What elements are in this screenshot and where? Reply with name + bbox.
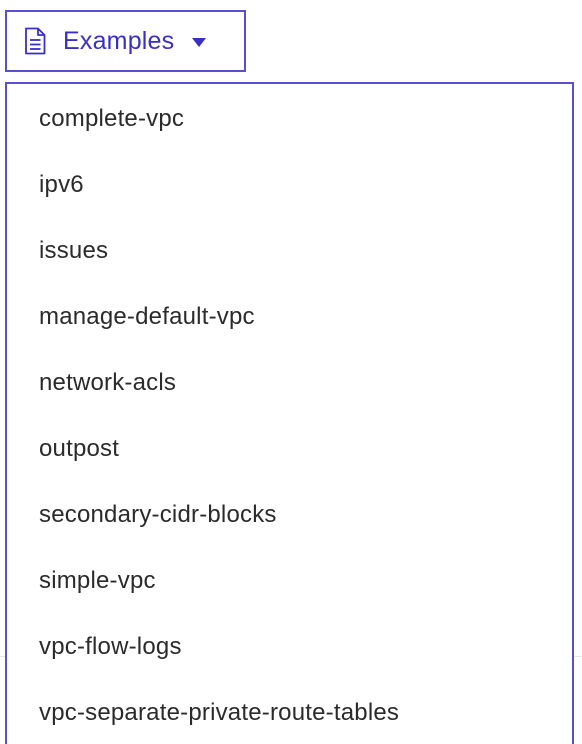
menu-item-issues[interactable]: issues bbox=[7, 218, 572, 284]
menu-item-vpc-flow-logs[interactable]: vpc-flow-logs bbox=[7, 614, 572, 680]
document-icon bbox=[23, 27, 47, 55]
menu-item-label: issues bbox=[39, 237, 109, 264]
menu-item-simple-vpc[interactable]: simple-vpc bbox=[7, 548, 572, 614]
menu-item-label: vpc-separate-private-route-tables bbox=[39, 699, 400, 726]
menu-item-label: simple-vpc bbox=[39, 567, 156, 594]
examples-dropdown-menu: complete-vpc ipv6 issues manage-default-… bbox=[5, 82, 574, 744]
menu-item-manage-default-vpc[interactable]: manage-default-vpc bbox=[7, 284, 572, 350]
menu-item-outpost[interactable]: outpost bbox=[7, 416, 572, 482]
menu-item-label: network-acls bbox=[39, 369, 177, 396]
caret-down-icon bbox=[192, 37, 207, 47]
menu-item-secondary-cidr-blocks[interactable]: secondary-cidr-blocks bbox=[7, 482, 572, 548]
menu-item-label: vpc-flow-logs bbox=[39, 633, 182, 660]
menu-item-label: secondary-cidr-blocks bbox=[39, 501, 277, 528]
menu-item-label: manage-default-vpc bbox=[39, 303, 255, 330]
examples-menu-list: complete-vpc ipv6 issues manage-default-… bbox=[7, 84, 572, 744]
menu-item-complete-vpc[interactable]: complete-vpc bbox=[7, 86, 572, 152]
menu-item-label: outpost bbox=[39, 435, 120, 462]
menu-item-network-acls[interactable]: network-acls bbox=[7, 350, 572, 416]
menu-item-vpc-separate-private-route-tables[interactable]: vpc-separate-private-route-tables bbox=[7, 680, 572, 744]
menu-item-ipv6[interactable]: ipv6 bbox=[7, 152, 572, 218]
menu-item-label: ipv6 bbox=[39, 171, 84, 198]
examples-button-label: Examples bbox=[63, 26, 175, 55]
menu-item-label: complete-vpc bbox=[39, 105, 185, 132]
examples-dropdown-button[interactable]: Examples bbox=[5, 10, 246, 72]
